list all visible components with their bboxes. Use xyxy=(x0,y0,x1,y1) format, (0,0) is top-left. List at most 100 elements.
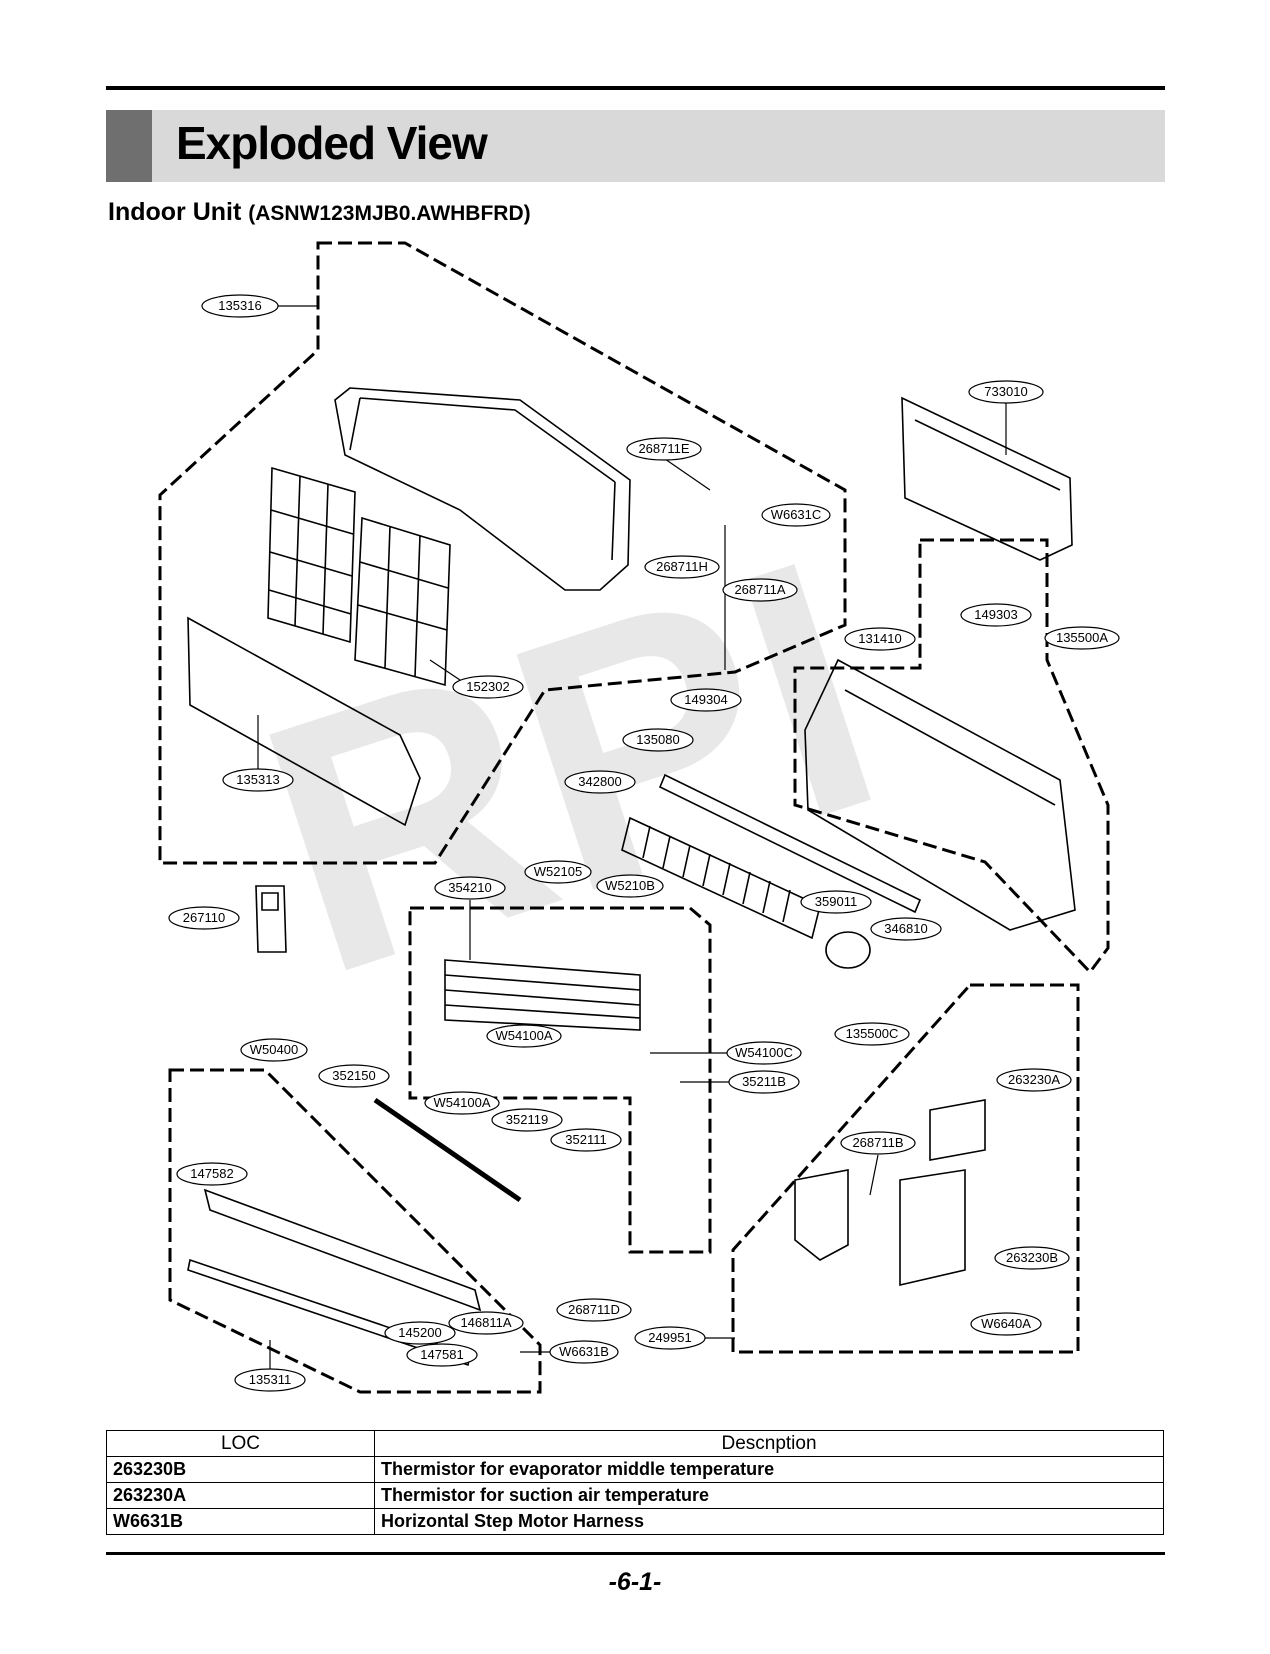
drain-pan-assembly xyxy=(187,1188,482,1367)
callout-346810: 346810 xyxy=(870,917,942,941)
callout-147582: 147582 xyxy=(176,1162,248,1186)
table-cell-loc: 263230A xyxy=(106,1482,375,1509)
svg-text:135080: 135080 xyxy=(636,732,679,747)
callout-W6640A: W6640A xyxy=(970,1312,1042,1336)
column-header-description: Descnption xyxy=(374,1430,1164,1457)
svg-text:135500A: 135500A xyxy=(1056,630,1108,645)
callout-149304: 149304 xyxy=(670,688,742,712)
evaporator-boundary xyxy=(408,906,712,1254)
table-cell-loc: 263230B xyxy=(106,1456,375,1483)
svg-text:352150: 352150 xyxy=(332,1068,375,1083)
callout-149303: 149303 xyxy=(960,603,1032,627)
svg-text:W6631B: W6631B xyxy=(559,1344,609,1359)
air-filter-right xyxy=(354,516,451,687)
callout-152302: 152302 xyxy=(452,675,524,699)
control-box xyxy=(899,1099,986,1287)
part-callouts: 135316 733010 268711E W6631C 268711H 268… xyxy=(168,294,1120,1392)
svg-text:135316: 135316 xyxy=(218,298,261,313)
svg-text:135500C: 135500C xyxy=(846,1026,899,1041)
fan-motor xyxy=(825,931,871,969)
discharge-vane xyxy=(658,773,922,914)
table-row: 263230B Thermistor for evaporator middle… xyxy=(106,1456,1164,1483)
callout-W54100A-top: W54100A xyxy=(486,1024,562,1048)
svg-text:268711A: 268711A xyxy=(734,582,785,597)
parts-table-header: LOC Descnption xyxy=(106,1430,1164,1457)
svg-text:W5210B: W5210B xyxy=(605,878,655,893)
callout-135316: 135316 xyxy=(201,294,279,318)
svg-text:342800: 342800 xyxy=(578,774,621,789)
callout-342800: 342800 xyxy=(564,770,636,794)
parts-table: LOC Descnption 263230B Thermistor for ev… xyxy=(106,1430,1164,1535)
leader-268711E xyxy=(664,458,726,670)
callout-131410: 131410 xyxy=(844,627,916,651)
table-cell-description: Horizontal Step Motor Harness xyxy=(374,1508,1164,1535)
component-sketches xyxy=(187,387,1076,1367)
callout-147581: 147581 xyxy=(406,1343,478,1367)
callout-268711H: 268711H xyxy=(644,555,720,579)
model-number: (ASNW123MJB0.AWHBFRD) xyxy=(248,202,531,225)
svg-text:249951: 249951 xyxy=(648,1330,691,1345)
svg-text:354210: 354210 xyxy=(448,880,491,895)
svg-text:149303: 149303 xyxy=(974,607,1017,622)
svg-text:268711D: 268711D xyxy=(568,1302,620,1317)
svg-text:135311: 135311 xyxy=(249,1372,291,1387)
drain-hose xyxy=(373,1097,522,1203)
callout-267110: 267110 xyxy=(168,906,240,930)
cross-flow-fan xyxy=(621,816,821,940)
front-panel-boundary xyxy=(158,241,847,865)
callout-135313: 135313 xyxy=(222,768,294,792)
mounting-plate xyxy=(901,396,1073,561)
callout-352111: 352111 xyxy=(550,1128,622,1152)
callout-W6631B: W6631B xyxy=(549,1340,619,1364)
svg-text:131410: 131410 xyxy=(858,631,901,646)
callout-135500C: 135500C xyxy=(834,1022,910,1046)
display-cover xyxy=(794,1169,849,1261)
svg-text:263230B: 263230B xyxy=(1006,1250,1058,1265)
page-number: -6-1- xyxy=(608,1568,662,1596)
callout-W5210B: W5210B xyxy=(596,874,664,898)
svg-text:W50400: W50400 xyxy=(250,1042,298,1057)
callout-W50400: W50400 xyxy=(240,1038,308,1062)
svg-text:W52105: W52105 xyxy=(534,864,582,879)
callout-733010: 733010 xyxy=(968,380,1044,404)
section-subtitle: Indoor Unit (ASNW123MJB0.AWHBFRD) xyxy=(108,198,531,227)
front-grille-inner xyxy=(349,397,616,561)
svg-text:352111: 352111 xyxy=(565,1132,606,1147)
svg-text:152302: 152302 xyxy=(466,679,509,694)
front-panel-cover xyxy=(187,616,421,827)
table-cell-loc: W6631B xyxy=(106,1508,375,1535)
svg-text:733010: 733010 xyxy=(984,384,1027,399)
evaporator-coil xyxy=(444,959,641,1031)
callout-135311: 135311 xyxy=(234,1368,306,1392)
svg-text:W54100A: W54100A xyxy=(433,1095,490,1110)
callout-268711E: 268711E xyxy=(626,437,702,461)
svg-text:W6631C: W6631C xyxy=(771,507,822,522)
svg-text:263230A: 263230A xyxy=(1008,1072,1060,1087)
callout-W6631C: W6631C xyxy=(761,503,831,527)
svg-text:268711B: 268711B xyxy=(852,1135,903,1150)
svg-text:W54100A: W54100A xyxy=(495,1028,552,1043)
svg-text:146811A: 146811A xyxy=(460,1315,511,1330)
svg-text:149304: 149304 xyxy=(684,692,727,707)
callout-135500A: 135500A xyxy=(1044,626,1120,650)
subtitle-text: Indoor Unit xyxy=(108,198,242,226)
svg-text:359011: 359011 xyxy=(815,894,857,909)
callout-359011: 359011 xyxy=(800,890,872,914)
bottom-rule xyxy=(106,1552,1165,1555)
callout-268711B: 268711B xyxy=(840,1131,916,1155)
front-grille-sketch xyxy=(334,387,631,591)
leader-152302 xyxy=(429,659,461,681)
callout-146811A: 146811A xyxy=(448,1311,524,1335)
callout-268711D: 268711D xyxy=(556,1298,632,1322)
callout-145200: 145200 xyxy=(384,1321,456,1345)
table-cell-description: Thermistor for evaporator middle tempera… xyxy=(374,1456,1164,1483)
title-bar: Exploded View xyxy=(106,110,1165,182)
svg-text:267110: 267110 xyxy=(183,910,225,925)
leader-lines xyxy=(257,305,1007,1370)
svg-text:352119: 352119 xyxy=(506,1112,548,1127)
column-header-loc: LOC xyxy=(106,1430,375,1457)
svg-text:35211B: 35211B xyxy=(742,1074,786,1089)
title-accent xyxy=(106,110,152,182)
svg-text:135313: 135313 xyxy=(236,772,279,787)
